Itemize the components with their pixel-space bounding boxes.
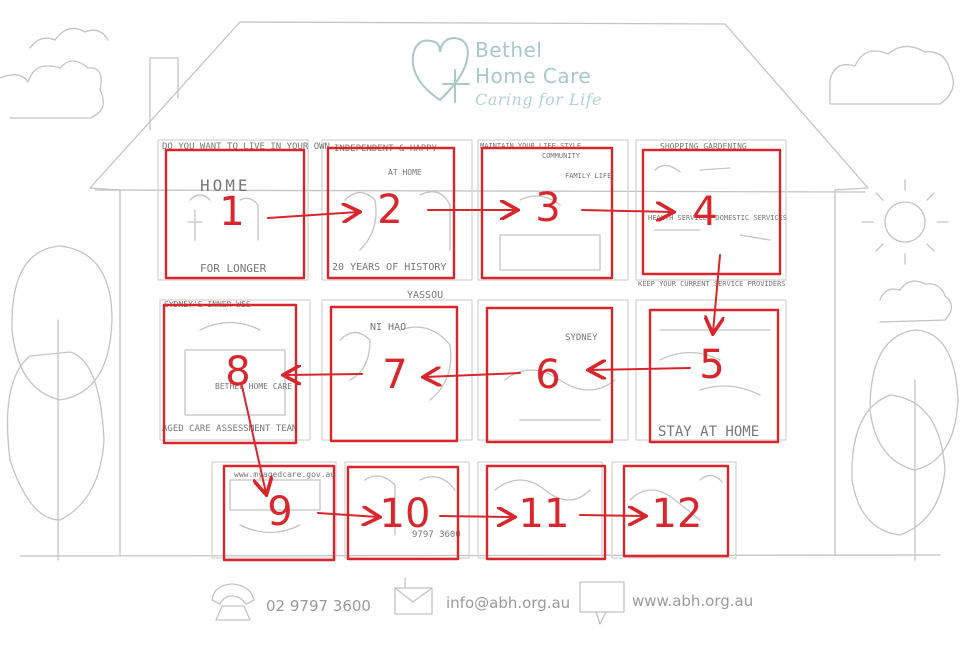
heart-plus-icon: [411, 36, 470, 103]
panel-10-caption-bottom: 9797 3600: [412, 530, 461, 540]
tree-left-2: [6, 351, 105, 521]
arrow-4-5: [713, 254, 720, 332]
panel-5-caption-bottom: STAY AT HOME: [658, 424, 760, 440]
panel-number-10: 10: [379, 491, 431, 537]
roof-outline: [89, 21, 869, 556]
panel-2-caption-mid: AT HOME: [388, 168, 422, 177]
panel-number-3: 3: [535, 185, 561, 231]
brand-tagline: Caring for Life: [475, 90, 603, 109]
arrow-3-4: [581, 210, 672, 212]
panel-3-caption-bottom: FAMILY LIFE: [565, 172, 612, 180]
panel-1-caption-bottom: FOR LONGER: [200, 262, 267, 275]
panel-4-caption-mid: HEALTH SERVICES DOMESTIC SERVICES: [648, 214, 788, 222]
cloud-right: [829, 45, 954, 105]
panel-number-1: 1: [219, 189, 245, 235]
brand-name-line1: Bethel: [475, 38, 543, 62]
panel-frame-11: [485, 464, 607, 561]
panel-8-caption-bottom: AGED CARE ASSESSMENT TEAM: [162, 424, 298, 434]
panel-number-4: 4: [692, 189, 718, 235]
panel-number-6: 6: [535, 352, 561, 398]
panel-number-7: 7: [382, 352, 408, 398]
mail-icon: [394, 577, 433, 615]
arrow-1-2: [267, 212, 358, 218]
panel-frame-9: [222, 464, 336, 562]
panel-8-caption-mid: BETHEL HOME CARE: [215, 382, 293, 391]
phone-icon: [211, 583, 255, 621]
panel-3-caption-mid: COMMUNITY: [542, 152, 580, 160]
panel-number-5: 5: [699, 342, 725, 388]
arrow-8-9: [241, 385, 266, 493]
panel-1-caption-mid: HOME: [200, 176, 251, 195]
panel-number-12: 12: [651, 491, 703, 537]
panel-number-11: 11: [518, 491, 570, 537]
www-icon: [579, 581, 625, 625]
panel-6-caption-top: SYDNEY: [565, 333, 598, 343]
footer-phone: 02 9797 3600: [266, 597, 371, 615]
panel-9-caption-top: www.myagedcare.gov.au: [234, 470, 336, 479]
brand-name-line2: Home Care: [475, 64, 592, 88]
footer-email[interactable]: info@abh.org.au: [446, 594, 571, 612]
panel-3-caption-top: MAINTAIN YOUR LIFE STYLE: [480, 142, 582, 150]
panel-frame-10: [346, 465, 460, 561]
footer-website[interactable]: www.abh.org.au: [632, 592, 754, 610]
panel-frame-12: [622, 464, 730, 558]
cloud-left: [0, 60, 104, 119]
panel-4-caption-top: SHOPPING GARDENING: [660, 142, 747, 151]
panel-7-caption-top: NI HAO: [370, 322, 407, 333]
panel-1-caption-top: DO YOU WANT TO LIVE IN YOUR OWN: [162, 142, 330, 152]
chimney: [149, 57, 179, 131]
tree-right-2: [851, 394, 946, 536]
arrow-7-8: [285, 374, 363, 375]
panel-4-caption-bottom: KEEP YOUR CURRENT SERVICE PROVIDERS: [638, 280, 786, 288]
cloud-mid-right: [879, 280, 953, 323]
panel-frame-3: [480, 146, 614, 280]
panel-number-9: 9: [267, 489, 293, 535]
panel-number-8: 8: [225, 349, 251, 395]
panel-2-caption-bottom: 20 YEARS OF HISTORY: [332, 262, 447, 273]
panel-number-2: 2: [377, 187, 403, 233]
arrow-6-7: [425, 373, 521, 377]
arrow-5-6: [590, 368, 691, 370]
cloud-top-left: [29, 27, 109, 49]
sun: [884, 201, 926, 243]
arrow-10-11: [439, 516, 513, 517]
panel-7-caption-mid: YASSOU: [407, 290, 444, 301]
arrow-11-12: [579, 515, 644, 516]
panel-frame-1: [164, 148, 306, 280]
arrow-9-10: [317, 513, 378, 517]
brand-logo: Bethel Home Care Caring for Life: [405, 30, 625, 120]
tree-left-1: [11, 245, 113, 401]
